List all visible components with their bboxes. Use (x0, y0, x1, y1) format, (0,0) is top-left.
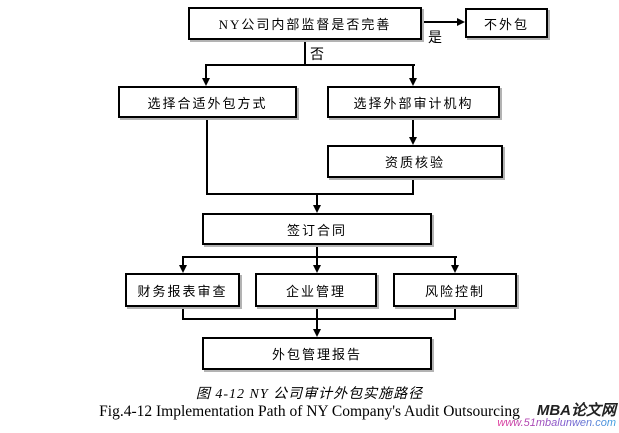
connector-split-bar-top (205, 64, 415, 66)
arrowhead-to-qualification (409, 137, 417, 145)
connector-merge-bar-mid (206, 193, 414, 195)
node-choose-external-auditor: 选择外部审计机构 (327, 86, 500, 118)
node-risk-control: 风险控制 (393, 273, 517, 307)
node-qualification-verification: 资质核验 (327, 145, 503, 178)
node-no-outsourcing: 不外包 (465, 8, 548, 38)
arrowhead-to-financial-review (179, 265, 187, 273)
node-internal-supervision-decision: NY公司内部监督是否完善 (188, 7, 422, 40)
connector-stem-to-risk-control (454, 256, 456, 266)
connector-decision-down-stem (304, 40, 306, 66)
connector-stem-to-sign-contract (316, 193, 318, 207)
connector-stem-to-financial-review (182, 256, 184, 266)
arrowhead-to-report (313, 329, 321, 337)
node-outsourcing-management-report: 外包管理报告 (202, 337, 432, 370)
figure-caption-english: Fig.4-12 Implementation Path of NY Compa… (99, 403, 520, 420)
connector-stem-to-report (316, 307, 318, 330)
node-enterprise-management: 企业管理 (255, 273, 377, 307)
connector-merge-bar-bottom (182, 318, 456, 320)
watermark: MBA论文网 www.51mbalunwen.com (497, 401, 616, 430)
figure-caption-chinese: 图 4-12 NY 公司审计外包实施路径 (195, 387, 424, 402)
connector-risk-control-down (454, 307, 456, 320)
edge-label-no: 否 (310, 48, 324, 63)
arrowhead-to-risk-control (451, 265, 459, 273)
arrowhead-to-enterprise-mgmt (313, 265, 321, 273)
watermark-site-name: MBA论文网 (536, 401, 616, 419)
connector-sign-contract-down-stem (316, 245, 318, 258)
watermark-url: www.51mbalunwen.com (497, 417, 616, 430)
connector-auditor-to-qualification (412, 118, 414, 138)
arrowhead-to-choose-method (202, 78, 210, 86)
edge-label-yes: 是 (428, 31, 442, 46)
node-choose-outsourcing-method: 选择合适外包方式 (118, 86, 297, 118)
connector-split-bar-bottom (182, 256, 457, 258)
connector-qualification-down (412, 178, 414, 195)
connector-choose-method-down (206, 118, 208, 195)
connector-decision-to-no-outsourcing (422, 21, 458, 23)
connector-stem-to-choose-auditor (412, 64, 414, 79)
connector-financial-review-down (182, 307, 184, 320)
node-financial-statement-review: 财务报表审查 (125, 273, 240, 307)
arrowhead-to-sign-contract (313, 205, 321, 213)
connector-stem-to-enterprise-mgmt (316, 256, 318, 266)
arrowhead-to-no-outsourcing (457, 18, 465, 26)
connector-stem-to-choose-method (205, 64, 207, 79)
node-sign-contract: 签订合同 (202, 213, 432, 245)
arrowhead-to-choose-auditor (409, 78, 417, 86)
